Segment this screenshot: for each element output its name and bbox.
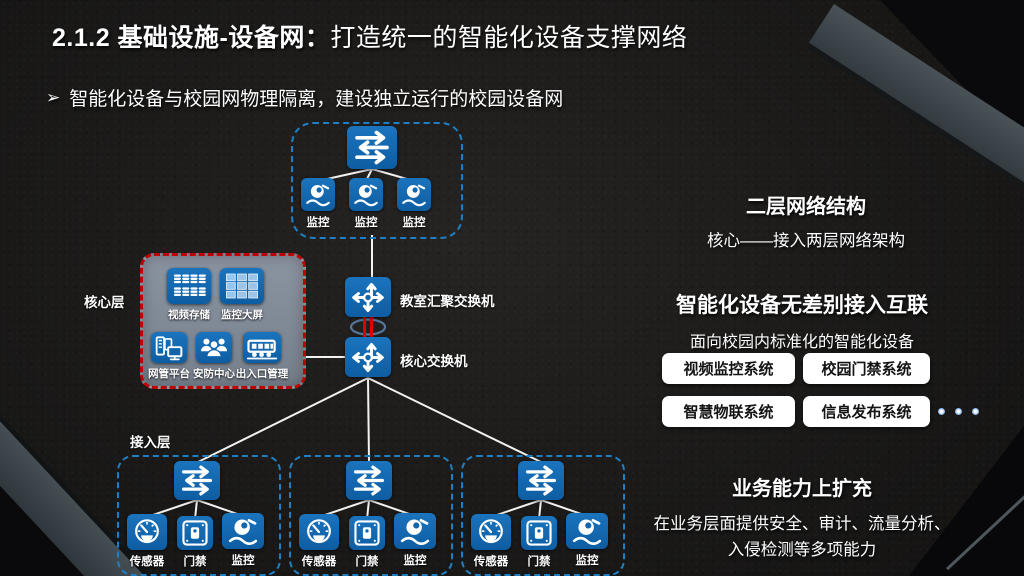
gate-mgmt-label: 出入口管理 <box>235 368 289 380</box>
trunk-ring <box>349 318 387 336</box>
bullet-point: ➢ 智能化设备与校园网物理隔离，建设独立运行的校园设备网 <box>46 84 563 111</box>
access-group-border <box>289 455 453 576</box>
sensor-label: 传感器 <box>473 556 509 568</box>
access-switch-node <box>518 461 564 500</box>
video-storage-label: 视频存储 <box>168 309 210 321</box>
aggregation-switch-label: 教室汇聚交换机 <box>400 294 495 309</box>
router-icon <box>345 277 391 317</box>
camera-icon <box>394 513 436 549</box>
network-structure-subtitle: 核心——接入两层网络架构 <box>707 232 905 250</box>
access-group-border <box>461 455 625 576</box>
ellipsis-dots-icon <box>938 408 979 415</box>
door-label: 门禁 <box>527 556 551 568</box>
camera-node: 监控 <box>301 178 335 230</box>
security-center-icon <box>196 332 232 363</box>
camera-label: 监控 <box>306 217 330 229</box>
camera-label: 监控 <box>575 555 599 567</box>
switch-icon <box>347 126 397 169</box>
video-wall-label: 监控大屏 <box>221 309 263 321</box>
network-structure-section: 二层网络结构 核心——接入两层网络架构 <box>654 190 958 251</box>
access-switch-node <box>346 461 392 500</box>
nms-label: 网管平台 <box>148 368 190 380</box>
camera-label: 监控 <box>354 217 378 229</box>
system-button-campus-door: 校园门禁系统 <box>803 353 930 384</box>
video-storage-node: 视频存储 <box>165 268 213 322</box>
sensor-node: 传感器 <box>123 514 171 569</box>
access-layer-label: 接入层 <box>130 435 171 450</box>
door-node: 门禁 <box>343 516 391 569</box>
trunk-links <box>363 316 373 339</box>
camera-node: 监控 <box>349 178 383 230</box>
access-switch-node <box>174 461 220 500</box>
camera-icon <box>349 178 383 211</box>
business-line1: 在业务层面提供安全、审计、流量分析、 <box>653 515 951 533</box>
top-switch-node <box>347 126 397 169</box>
sensor-icon <box>471 514 511 550</box>
sensor-icon <box>299 514 339 550</box>
video-wall-icon <box>220 268 264 304</box>
system-button-smart-iot: 智慧物联系统 <box>662 396 795 427</box>
business-title: 业务能力上扩充 <box>732 478 872 500</box>
camera-label: 监控 <box>403 555 427 567</box>
access-group-border <box>117 455 281 576</box>
door-node: 门禁 <box>515 516 563 569</box>
core-layer-label: 核心层 <box>84 295 125 310</box>
sensor-node: 传感器 <box>467 514 515 569</box>
camera-icon <box>222 513 264 549</box>
page-title: 2.1.2 基础设施-设备网：打造统一的智能化设备支撑网络 <box>52 18 687 54</box>
camera-icon <box>397 178 431 211</box>
core-switch-node <box>345 337 391 377</box>
storage-icon <box>167 268 211 304</box>
switch-icon <box>174 461 220 500</box>
camera-node: 监控 <box>391 513 439 568</box>
page-title-bold: 2.1.2 基础设施-设备网： <box>52 24 331 52</box>
security-center-node: 安防中心 <box>190 332 238 381</box>
camera-label: 监控 <box>402 217 426 229</box>
camera-node: 监控 <box>219 513 267 568</box>
switch-icon <box>346 461 392 500</box>
nms-icon <box>151 332 187 363</box>
sensor-label: 传感器 <box>129 556 165 568</box>
door-node: 门禁 <box>171 516 219 569</box>
nms-node: 网管平台 <box>145 332 193 381</box>
bullet-text: 智能化设备与校园网物理隔离，建设独立运行的校园设备网 <box>69 89 564 110</box>
sensor-node: 传感器 <box>295 514 343 569</box>
door-access-icon <box>521 516 557 550</box>
camera-group-border <box>291 122 463 239</box>
camera-node: 监控 <box>397 178 431 230</box>
switch-icon <box>518 461 564 500</box>
camera-icon <box>301 178 335 211</box>
camera-node: 监控 <box>563 513 611 568</box>
camera-label: 监控 <box>231 555 255 567</box>
device-access-title: 智能化设备无差别接入互联 <box>676 294 928 317</box>
bullet-arrow-icon: ➢ <box>46 87 61 107</box>
system-button-info-publish: 信息发布系统 <box>803 396 930 427</box>
aggregation-switch-node <box>345 277 391 317</box>
device-access-section: 智能化设备无差别接入互联 面向校园内标准化的智能化设备 <box>650 289 954 352</box>
network-structure-title: 二层网络结构 <box>746 196 866 218</box>
door-access-icon <box>177 516 213 550</box>
core-switch-label: 核心交换机 <box>400 354 468 369</box>
business-section: 业务能力上扩充 在业务层面提供安全、审计、流量分析、 入侵检测等多项能力 <box>640 472 964 560</box>
sensor-icon <box>127 514 167 550</box>
door-access-icon <box>349 516 385 550</box>
page-title-regular: 打造统一的智能化设备支撑网络 <box>330 24 688 52</box>
gate-mgmt-node: 出入口管理 <box>232 332 292 381</box>
door-label: 门禁 <box>183 556 207 568</box>
video-wall-node: 监控大屏 <box>218 268 266 322</box>
security-center-label: 安防中心 <box>193 368 235 380</box>
router-icon <box>345 337 391 377</box>
gate-icon <box>243 332 281 363</box>
business-line2: 入侵检测等多项能力 <box>727 541 877 559</box>
system-button-video-surveillance: 视频监控系统 <box>662 353 795 384</box>
door-label: 门禁 <box>355 556 379 568</box>
sensor-label: 传感器 <box>301 556 337 568</box>
camera-icon <box>566 513 608 549</box>
device-access-subtitle: 面向校园内标准化的智能化设备 <box>689 334 914 351</box>
